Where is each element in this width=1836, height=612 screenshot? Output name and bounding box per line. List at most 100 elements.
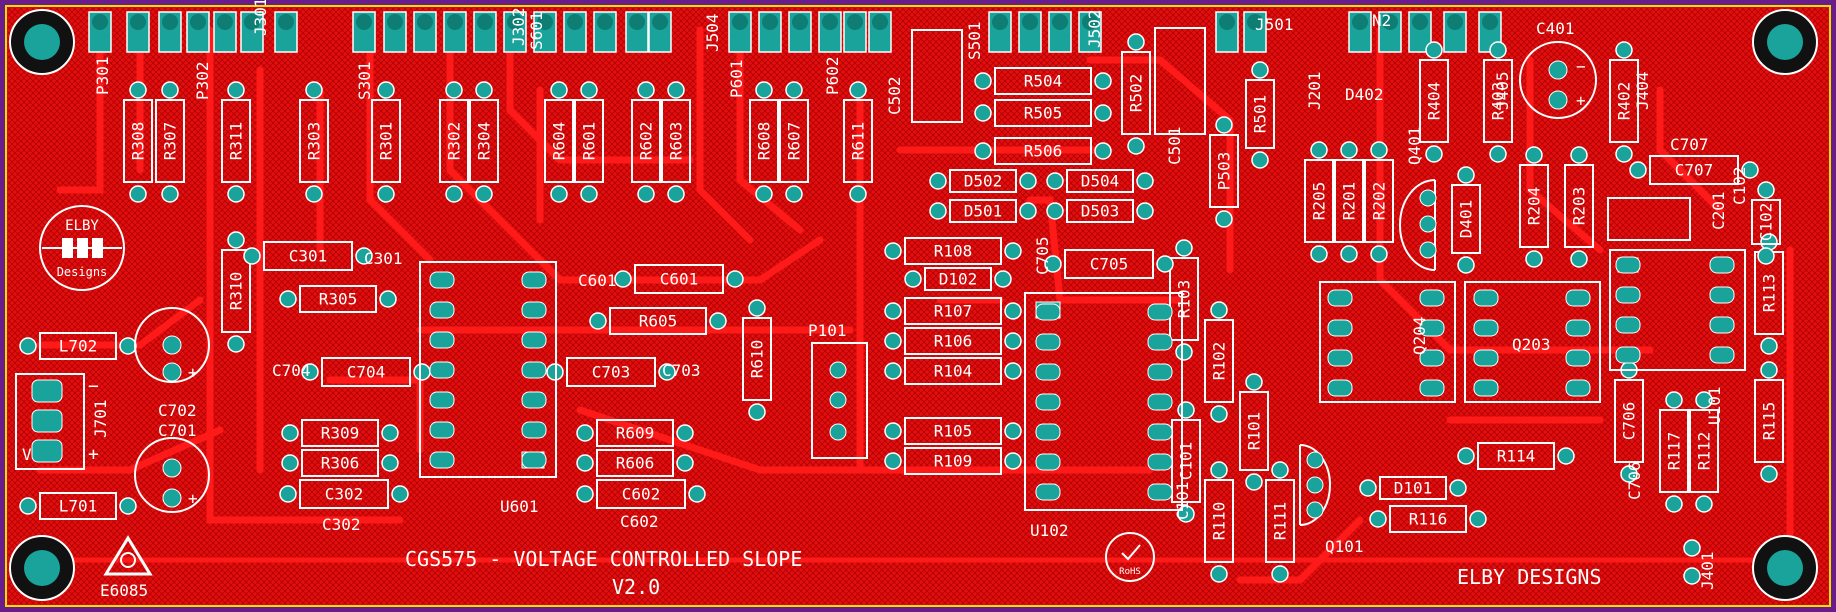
cap-c701: + [134,437,210,513]
component-r110: R110 [1204,461,1234,583]
label-j302: J302 [509,7,528,46]
component-r611: R611 [843,81,873,203]
label-q204: Q204 [1410,316,1429,355]
component-d401: D401 [1451,166,1481,274]
component-r609: R609 [576,419,694,447]
label-c201: C201 [1709,191,1728,230]
component-r307: R307 [155,81,185,203]
label-r501: R501 [1251,95,1270,134]
component-r504: R504 [974,67,1112,95]
label-p503: P503 [1215,152,1234,191]
label-c704: C704 [272,361,311,380]
component-r404: R404 [1419,41,1449,163]
label-r103: R103 [1175,280,1194,319]
label-c502: C502 [885,76,904,115]
label-c602: C602 [622,485,661,504]
component-p503: P503 [1209,116,1239,228]
label-r116: R116 [1409,510,1448,529]
elby-logo: ELBY Designs [39,205,125,291]
label-u101: U101 [1705,386,1724,425]
label-j404: J404 [1633,71,1652,110]
label-r608: R608 [755,122,774,161]
component-r102: R102 [1204,301,1234,423]
component-r103: R103 [1169,239,1199,361]
label-p101: P101 [808,321,847,340]
label-r101: R101 [1245,412,1264,451]
component-r205: R205 [1304,141,1334,263]
label-s601: S601 [527,11,546,50]
label-c705: C705 [1090,255,1129,274]
trimmer-p101 [811,342,868,459]
label-j201: J201 [1305,71,1324,110]
label-r102: R102 [1210,342,1229,381]
label-j405: J405 [1493,71,1512,110]
label-c701: C701 [158,421,197,440]
label-r204: R204 [1525,187,1544,226]
component-r111: R111 [1265,461,1295,583]
label-r610: R610 [748,340,767,379]
component-d102: D102 [904,267,1012,291]
label-l702: L702 [59,337,98,356]
label-r107: R107 [934,302,973,321]
component-r108: R108 [884,237,1022,265]
component-c301: C301 [243,241,373,271]
label-p301: P301 [93,56,112,95]
label-r605: R605 [639,312,678,331]
label-d402: D402 [1345,85,1384,104]
label-r309: R309 [321,424,360,443]
component-r104: R104 [884,357,1022,385]
label-r506: R506 [1024,142,1063,161]
board-title: CGS575 - VOLTAGE CONTROLLED SLOPE [405,547,802,571]
label-r403: R403 [1489,82,1508,121]
label-j501: J501 [1255,15,1294,34]
label-q101: Q101 [1325,537,1364,556]
svg-text:+: + [88,444,99,465]
component-r311: R311 [221,81,251,203]
label-c401: C401 [1536,19,1575,38]
label-n2: N2 [1372,11,1391,30]
board-version: V2.0 [612,575,660,599]
component-r502: R502 [1121,33,1151,155]
mounting-holes [9,9,1818,601]
copper-traces [36,26,1794,584]
label-r504: R504 [1024,72,1063,91]
label-c601: C601 [660,270,699,289]
label-s301: S301 [355,61,374,100]
label-r110: R110 [1210,502,1229,541]
component-r112: R112 [1689,391,1719,513]
component-r113: R113 [1754,233,1784,355]
component-r607: R607 [779,81,809,203]
component-r602: R602 [631,81,661,203]
label-c102: C102 [1757,203,1776,242]
label-r603: R603 [667,122,686,161]
label-r114: R114 [1497,447,1536,466]
component-l702: L702 [19,332,137,360]
component-r505: R505 [974,99,1112,127]
component-r309: R309 [281,419,399,447]
label-c707: C707 [1670,135,1709,154]
svg-text:V: V [22,445,32,464]
label-p602: P602 [823,56,842,95]
component-r305: R305 [279,285,397,313]
label-u601: U601 [500,497,539,516]
component-d502: D502 [929,169,1037,193]
component-r306: R306 [281,449,399,477]
label-l701: L701 [59,497,98,516]
label-q203: Q203 [1512,335,1551,354]
label-r203: R203 [1570,187,1589,226]
label-r306: R306 [321,454,360,473]
label-c102: C102 [1730,166,1749,205]
label-r301: R301 [377,122,396,161]
board-maker: ELBY DESIGNS [1457,565,1602,589]
label-r606: R606 [616,454,655,473]
label-c302: C302 [325,485,364,504]
ic-q203 [1464,281,1601,403]
component-d101: D101 [1359,476,1467,500]
label-c706: C706 [1620,402,1639,441]
ic-q204 [1319,281,1456,403]
component-r107: R107 [884,297,1022,325]
label-r111: R111 [1271,502,1290,541]
component-r105: R105 [884,417,1022,445]
